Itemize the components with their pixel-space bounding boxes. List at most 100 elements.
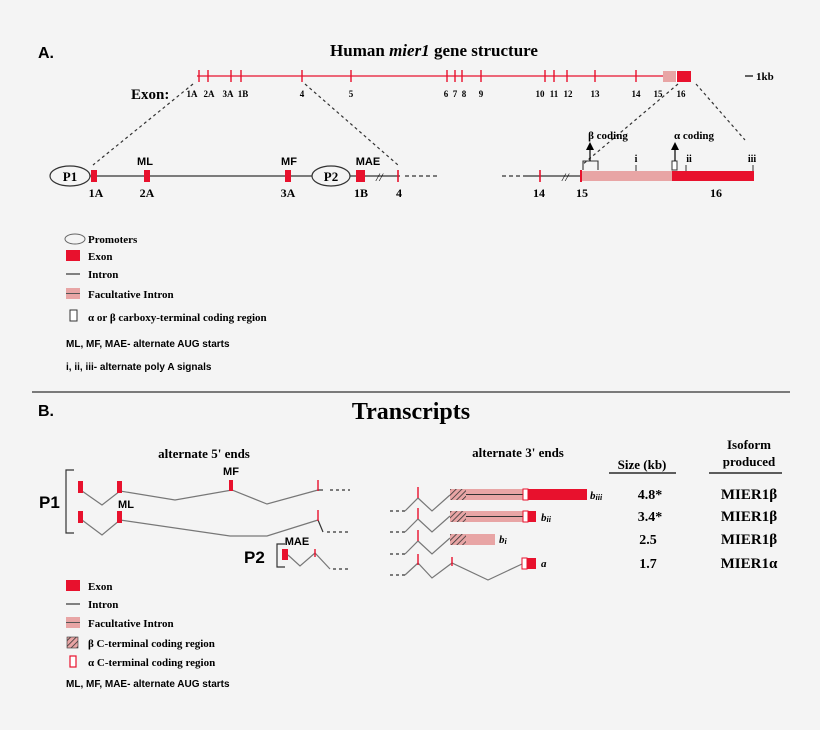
- legend-aug-starts: ML, MF, MAE- alternate AUG starts: [66, 339, 230, 350]
- panel-b-title: Transcripts: [352, 399, 470, 425]
- p1-label: P1: [39, 493, 60, 512]
- transcript-size: 2.5: [639, 533, 657, 548]
- zoom-exon-label: 4: [396, 186, 402, 200]
- poly-a-label: ii: [686, 154, 692, 165]
- mae-label: MAE: [285, 536, 309, 548]
- zoom-connectors: [92, 83, 746, 166]
- exon-2a-box: [144, 170, 150, 182]
- exon-15-box: [663, 71, 677, 82]
- exon-number: 4: [300, 89, 305, 99]
- zoom-exon-label: 3A: [281, 186, 296, 200]
- transcript-size: 1.7: [639, 557, 657, 572]
- legend-intron: Intron: [88, 599, 118, 611]
- five-prime-row-2: [78, 510, 350, 537]
- panel-a-title: Human mier1 gene structure: [330, 41, 538, 60]
- alpha-coding-box: [671, 160, 678, 171]
- five-prime-header: alternate 5' ends: [158, 446, 250, 461]
- zoom-exon-label: 1A: [89, 186, 104, 200]
- exon-number: 10: [536, 89, 546, 99]
- exon-number: 11: [550, 89, 559, 99]
- legend-exon-swatch: [66, 250, 80, 261]
- scale-label: 1kb: [756, 71, 774, 83]
- zoom-right-region: // β coding α coding i ii iii 14 15 16: [502, 130, 756, 200]
- axis-break-mark: //: [375, 170, 384, 184]
- poly-a-label: iii: [748, 154, 757, 165]
- exon-number: 15: [654, 89, 664, 99]
- zoom-exon-label: 1B: [354, 186, 368, 200]
- legend-beta-swatch: [66, 636, 79, 649]
- legend-exon-swatch: [66, 580, 80, 591]
- legend-exon: Exon: [88, 581, 112, 593]
- five-prime-row-p2: [282, 549, 350, 570]
- exon-number: 9: [479, 89, 484, 99]
- legend-coding-swatch: [69, 309, 78, 322]
- legend-exon: Exon: [88, 251, 112, 263]
- promoter-p2-ellipse: [311, 165, 351, 187]
- promoter-p1-ellipse: [49, 165, 91, 187]
- exon-number: 13: [591, 89, 601, 99]
- legend-facultative: Facultative Intron: [88, 618, 174, 630]
- p2-bracket: [276, 543, 285, 568]
- exon-16-box: [676, 71, 691, 82]
- exon-number: 3A: [223, 89, 235, 99]
- transcript-size: 3.4*: [638, 510, 663, 525]
- legend-alpha-swatch: [69, 655, 77, 668]
- beta-coding-label: β coding: [588, 130, 628, 142]
- transcript-name: a: [541, 558, 547, 570]
- isoform-name: MIER1β: [721, 532, 777, 548]
- ml-label: ML: [118, 499, 134, 511]
- panel-b-letter: B.: [38, 403, 54, 420]
- legend-aug-starts: ML, MF, MAE- alternate AUG starts: [66, 679, 230, 690]
- transcript-size: 4.8*: [638, 488, 663, 503]
- exon-1a-box: [91, 170, 97, 182]
- transcript-name: bi: [499, 534, 508, 546]
- transcript-name: bii: [541, 512, 552, 524]
- exon-3a-box: [285, 170, 291, 182]
- facultative-intron-box: [582, 171, 672, 181]
- three-prime-header: alternate 3' ends: [472, 445, 564, 460]
- mf-label: MF: [223, 466, 239, 478]
- transcript-name: biii: [590, 490, 603, 502]
- transcript-a: [390, 554, 536, 581]
- panel-a-legend: Promoters Exon Intron Facultative Intron…: [64, 233, 267, 373]
- alpha-coding-label: α coding: [674, 130, 715, 142]
- exon-number: 7: [453, 89, 458, 99]
- exon-1b-box: [356, 170, 365, 182]
- zoom-exon-label: 16: [710, 186, 722, 200]
- legend-poly-a: i, ii, iii- alternate poly A signals: [66, 362, 212, 373]
- legend-promoters: Promoters: [88, 234, 138, 246]
- isoform-name: MIER1α: [721, 556, 778, 572]
- exon-number: 12: [564, 89, 574, 99]
- legend-beta-region: β C-terminal coding region: [88, 638, 215, 650]
- isoform-header: Isoform: [727, 437, 771, 452]
- zoom-exon-label: 15: [576, 186, 588, 200]
- exon-number: 1B: [238, 89, 249, 99]
- zoom-exon-label: 2A: [140, 186, 155, 200]
- size-header: Size (kb): [618, 457, 667, 472]
- size-column: 4.8* 3.4* 2.5 1.7: [638, 488, 663, 572]
- transcript-bii: [390, 508, 536, 533]
- legend-coding-region: α or β carboxy-terminal coding region: [88, 312, 267, 324]
- exon-label: Exon:: [131, 87, 169, 103]
- isoform-column: MIER1β MIER1β MIER1β MIER1α: [721, 487, 778, 572]
- panel-a-letter: A.: [38, 45, 54, 62]
- exon-number-labels: 1A 2A 3A 1B 4 5 6 7 8 9 10 11 12 13 14 1…: [187, 89, 687, 99]
- five-prime-row-1: [78, 480, 350, 506]
- legend-intron: Intron: [88, 269, 118, 281]
- legend-alpha-region: α C-terminal coding region: [88, 657, 215, 669]
- panel-b-legend: Exon Intron Facultative Intron β C-termi…: [66, 580, 230, 690]
- exon-number: 2A: [204, 89, 216, 99]
- exon-number: 5: [349, 89, 354, 99]
- isoform-name: MIER1β: [721, 487, 777, 503]
- promoter-p1-label: P1: [63, 169, 77, 184]
- exon-16-long-box: [672, 171, 754, 181]
- poly-a-label: i: [635, 154, 638, 165]
- transcript-biii: [390, 487, 587, 512]
- promoter-p2-label: P2: [324, 169, 338, 184]
- exon-number: 6: [444, 89, 449, 99]
- legend-facultative: Facultative Intron: [88, 289, 174, 301]
- start-mf-label: MF: [281, 156, 297, 168]
- start-mae-label: MAE: [356, 156, 380, 168]
- axis-break-mark: //: [561, 170, 570, 184]
- exon-number: 14: [632, 89, 642, 99]
